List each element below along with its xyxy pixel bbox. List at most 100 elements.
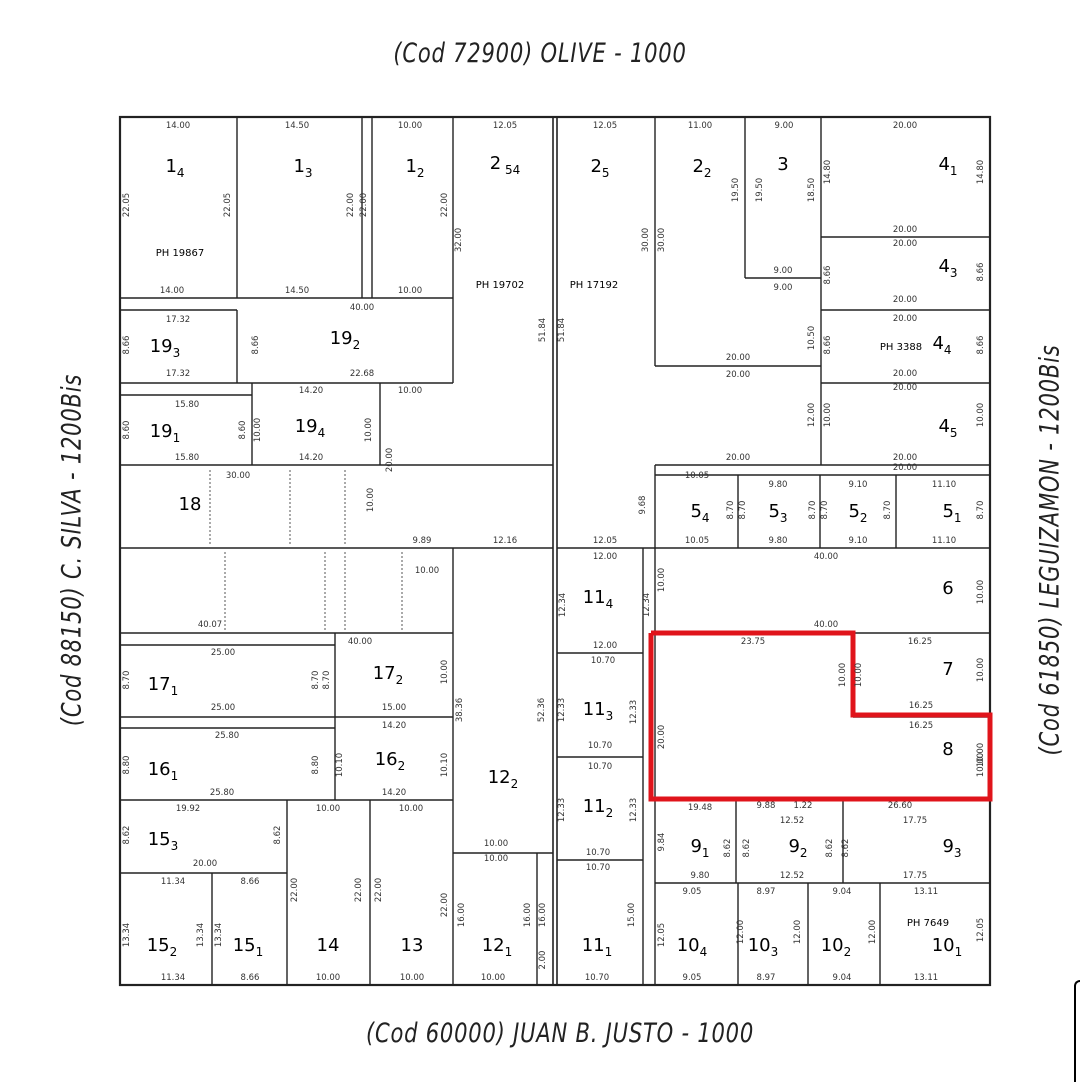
- parcel-number-17: 53: [768, 501, 787, 525]
- dimension-label-h: 10.00: [484, 854, 508, 864]
- dimension-label-h: 20.00: [893, 225, 917, 235]
- parcel-number-35: 152: [147, 935, 178, 959]
- parcel-number-40: 111: [582, 935, 613, 959]
- dimension-label-h: 10.00: [316, 804, 340, 814]
- parcel-number-sub: 3: [780, 511, 788, 525]
- dimension-label-v: 30.00: [641, 228, 651, 252]
- dimension-label-v: 8.80: [122, 756, 132, 775]
- dimension-label-v: 8.70: [122, 671, 132, 690]
- dimension-label-v: 15.00: [627, 903, 637, 927]
- parcel-number-30: 112: [583, 796, 614, 820]
- dimension-label-h: 15.80: [175, 400, 199, 410]
- dimension-label-h: 14.50: [285, 286, 309, 296]
- parcel-number-41: 104: [677, 935, 708, 959]
- dimension-label-h: 10.00: [398, 121, 422, 131]
- parcel-number-36: 151: [233, 935, 264, 959]
- parcel-number-43: 102: [821, 935, 852, 959]
- dimension-label-v: 8.62: [825, 839, 835, 858]
- dimension-label-h: 9.80: [691, 871, 710, 881]
- parcel-number-sub: 3: [771, 945, 779, 959]
- parcel-number-main: 9: [788, 836, 799, 857]
- dimension-label-v: 12.33: [629, 798, 639, 822]
- dimension-label-h: 14.00: [166, 121, 190, 131]
- parcel-number-main: 5: [942, 501, 953, 522]
- parcel-number-main: 2: [692, 156, 703, 177]
- dimension-label-h: 9.10: [849, 480, 868, 490]
- dimension-label-v: 22.05: [122, 193, 132, 217]
- dimension-label-v: 8.62: [841, 839, 851, 858]
- parcel-number-37: 14: [317, 935, 340, 956]
- dimension-label-v: 13.34: [214, 923, 224, 947]
- dimension-label-v: 9.84: [657, 833, 667, 852]
- dimension-label-v: 10.00: [253, 418, 263, 442]
- parcel-number-main: 9: [942, 836, 953, 857]
- parcel-number-sub: 2: [511, 777, 519, 791]
- dimension-label-h: 10.70: [591, 656, 615, 666]
- dimension-label-h: 25.00: [211, 648, 235, 658]
- dimension-label-v: 10.00: [657, 568, 667, 592]
- dimension-label-h: 15.80: [175, 453, 199, 463]
- parcel-number-26: 161: [148, 759, 179, 783]
- dimension-label-h: 12.05: [593, 121, 617, 131]
- dimension-label-v: 8.62: [273, 826, 283, 845]
- dimension-label-v: 2.00: [538, 951, 548, 970]
- dimension-label-h: 11.34: [161, 877, 185, 887]
- parcel-number-main: 7: [942, 659, 953, 680]
- dimension-label-v: 10.00: [976, 403, 986, 427]
- dimension-label-h: 8.66: [241, 877, 260, 887]
- dimension-label-h: 20.00: [893, 369, 917, 379]
- dimension-label-v: 8.70: [808, 501, 818, 520]
- dimension-label-h: 11.10: [932, 536, 956, 546]
- dimension-label-v: 10.00: [364, 418, 374, 442]
- dimension-label-v: 14.80: [976, 160, 986, 184]
- dimension-label-h: 10.00: [415, 566, 439, 576]
- parcel-number-sub: 4: [702, 511, 710, 525]
- dimension-label-v: 38.36: [455, 698, 465, 722]
- dimension-label-h: 14.00: [160, 286, 184, 296]
- parcel-number-sub: 5: [602, 166, 610, 180]
- parcel-number-18: 52: [848, 501, 867, 525]
- dimension-label-h: 10.00: [481, 973, 505, 983]
- parcel-number-sub: 1: [171, 769, 179, 783]
- dimension-label-h: 12.00: [593, 552, 617, 562]
- parcel-number-2: 12: [405, 156, 424, 180]
- parcel-number-main: 12: [488, 767, 511, 788]
- parcel-number-22: 171: [148, 674, 179, 698]
- dimension-label-v: 10.00: [854, 663, 864, 687]
- parcel-number-sub: 2: [398, 759, 406, 773]
- parcel-number-31: 153: [148, 829, 179, 853]
- edge-fragment: [1074, 980, 1080, 1082]
- dimension-label-v: 51.84: [557, 318, 567, 342]
- dimension-label-h: 40.00: [348, 637, 372, 647]
- ph-label-0: PH 19867: [156, 248, 205, 259]
- dimension-label-h: 9.88: [757, 801, 776, 811]
- dimension-label-v: 22.00: [440, 193, 450, 217]
- parcel-number-sub: 4: [606, 597, 614, 611]
- dimension-label-v: 13.34: [196, 923, 206, 947]
- dimension-label-h: 10.00: [316, 973, 340, 983]
- dimension-label-h: 9.00: [775, 121, 794, 131]
- dimension-label-v: 8.70: [726, 501, 736, 520]
- dimension-label-h: 14.20: [299, 386, 323, 396]
- parcel-number-sub: 3: [954, 846, 962, 860]
- dimension-label-v: 19.50: [755, 178, 765, 202]
- dimension-label-h: 25.00: [211, 703, 235, 713]
- parcel-number-main: 12: [482, 935, 505, 956]
- dimension-label-v: 22.05: [223, 193, 233, 217]
- dimension-label-v: 52.36: [537, 698, 547, 722]
- dimension-label-h: 8.97: [757, 973, 776, 983]
- parcel-number-main: 11: [582, 935, 605, 956]
- parcel-number-main: 17: [148, 674, 171, 695]
- dimension-label-h: 17.32: [166, 369, 190, 379]
- dimension-label-v: 8.66: [823, 336, 833, 355]
- dimension-label-h: 10.70: [586, 848, 610, 858]
- dimension-label-v: 10.00: [976, 658, 986, 682]
- dimension-label-h: 20.00: [893, 463, 917, 473]
- parcel-number-main: 19: [330, 328, 353, 349]
- dimension-label-v: 22.00: [374, 878, 384, 902]
- parcel-number-4: 25: [590, 156, 609, 180]
- dimension-label-v: 22.00: [346, 193, 356, 217]
- parcel-number-27: 162: [375, 749, 406, 773]
- parcel-number-main: 19: [295, 416, 318, 437]
- dimension-label-v: 12.33: [557, 698, 567, 722]
